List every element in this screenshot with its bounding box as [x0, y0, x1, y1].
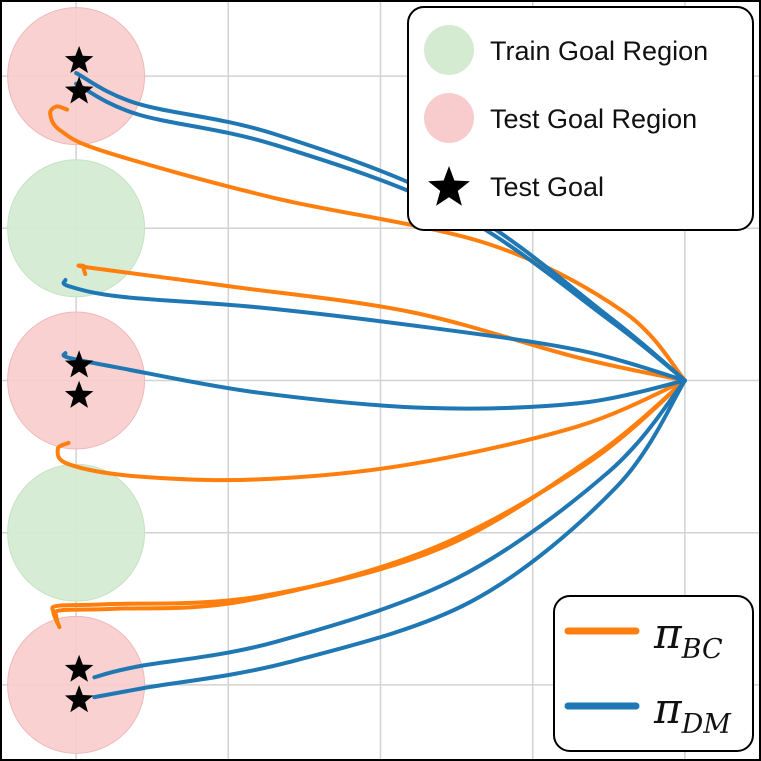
test-goals	[64, 45, 94, 713]
train-goal-region	[7, 159, 146, 298]
legend-star-icon	[428, 166, 470, 206]
test-goal-star-icon	[64, 350, 94, 378]
bc-trajectory	[55, 378, 687, 483]
test-goal-region	[7, 615, 146, 754]
dm-trajectory	[74, 71, 687, 383]
goal-regions	[7, 7, 146, 754]
test-goal-region	[7, 7, 146, 146]
star-icon	[428, 166, 470, 206]
bc-trajectory	[76, 263, 687, 383]
legend-dm-sub: DM	[681, 709, 733, 740]
dm-trajectory	[92, 378, 687, 700]
legend-train-region-marker	[424, 25, 474, 75]
dm-trajectory	[61, 278, 687, 383]
trajectories	[48, 71, 687, 700]
legend-bc-label: πBC	[653, 609, 723, 665]
test-goal-star-icon	[64, 380, 94, 408]
legend-bc-pi: π	[653, 609, 683, 658]
legend-test-region-marker	[424, 93, 474, 143]
test-goal-star-icon	[64, 685, 94, 713]
legend-train-region-label: Train Goal Region	[490, 36, 708, 66]
legend-dm-pi: π	[653, 684, 683, 733]
legend-dm-label: πDM	[653, 684, 732, 740]
test-goal-star-icon	[64, 654, 94, 682]
legend-test-region-label: Test Goal Region	[490, 104, 697, 134]
bc-trajectory	[48, 104, 687, 383]
legend-goals-box	[407, 6, 754, 231]
bc-trajectory	[53, 378, 687, 630]
legend-policies-box	[553, 595, 754, 752]
legend-test-goal-label: Test Goal	[490, 172, 604, 202]
legend-policies: πBC πDM	[553, 595, 754, 752]
test-goal-region	[7, 311, 146, 450]
dm-trajectory	[92, 378, 687, 680]
dm-trajectory	[61, 351, 687, 411]
test-goal-star-icon	[64, 45, 94, 73]
legend-goals: Train Goal Region Test Goal Region Test …	[407, 6, 754, 231]
bc-trajectory	[50, 378, 687, 626]
test-goal-star-icon	[64, 76, 94, 104]
train-goal-region	[7, 463, 146, 602]
legend-bc-sub: BC	[681, 634, 723, 665]
dm-trajectory	[74, 81, 687, 383]
